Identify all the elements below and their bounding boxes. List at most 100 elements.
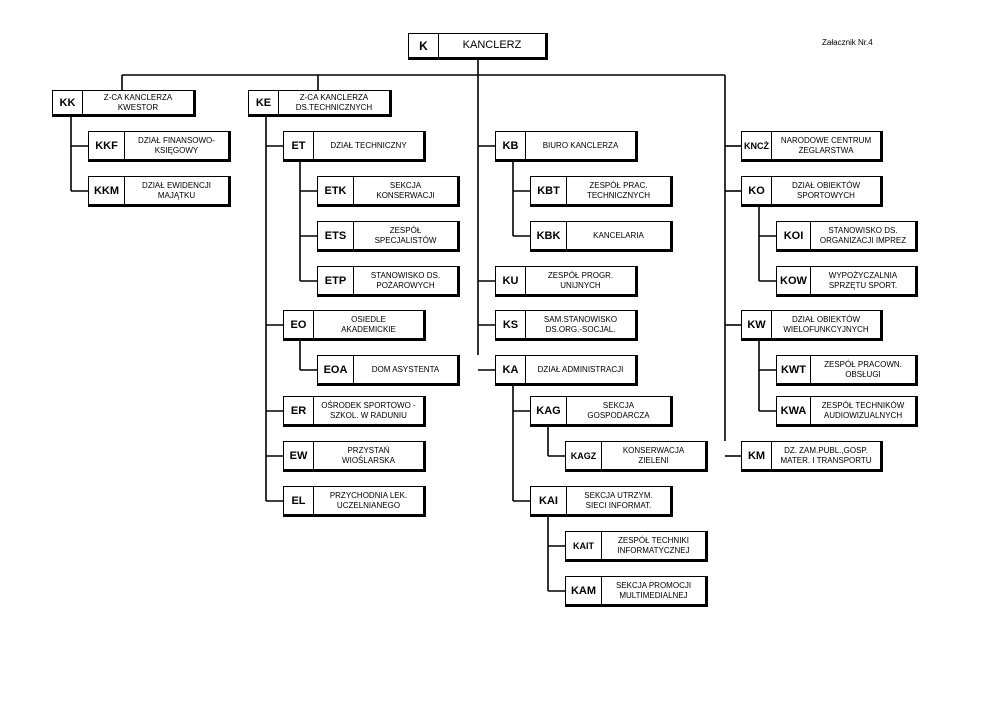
unit-code: ETK: [318, 177, 354, 204]
unit-name: DZIAŁ OBIEKTÓW SPORTOWYCH: [791, 181, 860, 200]
unit-name: SEKCJA PROMOCJI MULTIMEDIALNEJ: [615, 581, 692, 600]
unit-code: ET: [284, 132, 314, 159]
unit-name: SEKCJA KONSERWACJI: [376, 181, 435, 200]
unit-code: K: [409, 34, 439, 57]
unit-name: Z-CA KANCLERZA KWESTOR: [103, 93, 173, 112]
unit-code: KAM: [566, 577, 602, 604]
unit-code: KW: [742, 311, 772, 338]
unit-box-koi: KOI STANOWISKO DS. ORGANIZACJI IMPREZ: [776, 221, 918, 252]
unit-name: ZESPÓŁ TECHNIKI INFORMATYCZNEJ: [617, 536, 690, 555]
unit-name: DZIAŁ ADMINISTRACJI: [537, 364, 624, 374]
unit-code: KAIT: [566, 532, 602, 559]
unit-code: KAGZ: [566, 442, 602, 469]
unit-code: KBT: [531, 177, 567, 204]
unit-name: ZESPÓŁ PRACOWN. OBSŁUGI: [824, 360, 902, 379]
unit-code: KE: [249, 91, 279, 114]
unit-code: KB: [496, 132, 526, 159]
unit-name: STANOWISKO DS. POŻAROWYCH: [370, 271, 441, 290]
unit-code: KS: [496, 311, 526, 338]
unit-name: BIURO KANCLERZA: [542, 140, 619, 150]
unit-box-kk: KK Z-CA KANCLERZA KWESTOR: [52, 90, 196, 117]
unit-name: KANCELARIA: [593, 230, 644, 240]
unit-name: WYPOŻYCZALNIA SPRZĘTU SPORT.: [828, 271, 898, 290]
annex-label: Załacznik Nr.4: [822, 38, 873, 47]
unit-name: OŚRODEK SPORTOWO - SZKOL. W RADUNIU: [321, 401, 416, 420]
unit-box-ks: KS SAM.STANOWISKO DS.ORG.-SOCJAL.: [495, 310, 638, 341]
unit-code: KWA: [777, 397, 811, 424]
unit-code: KK: [53, 91, 83, 114]
unit-name: PRZYCHODNIA LEK. UCZELNIANEGO: [329, 491, 408, 510]
unit-name: DZIAŁ EWIDENCJI MAJĄTKU: [142, 181, 211, 200]
unit-name: SAM.STANOWISKO DS.ORG.-SOCJAL.: [543, 315, 618, 334]
unit-code: EL: [284, 487, 314, 514]
unit-code: KU: [496, 267, 526, 294]
unit-code: KKM: [89, 177, 125, 204]
unit-box-km: KM DZ. ZAM.PUBL.,GOSP. MATER. I TRANSPORT…: [741, 441, 883, 472]
unit-box-kag: KAG SEKCJA GOSPODARCZA: [530, 396, 673, 427]
unit-name: KANCLERZ: [462, 39, 522, 52]
unit-name: DZIAŁ FINANSOWO- KSIĘGOWY: [138, 136, 215, 155]
unit-box-kw: KW DZIAŁ OBIEKTÓW WIELOFUNKCYJNYCH: [741, 310, 883, 341]
unit-box-el: EL PRZYCHODNIA LEK. UCZELNIANEGO: [283, 486, 426, 517]
unit-code: EW: [284, 442, 314, 469]
unit-name: ZESPÓŁ TECHNIKÓW AUDIOWIZUALNYCH: [821, 401, 905, 420]
unit-code: KM: [742, 442, 772, 469]
unit-box-eo: EO OSIEDLE AKADEMICKIE: [283, 310, 426, 341]
unit-code: KBK: [531, 222, 567, 249]
unit-name: Z-CA KANCLERZA DS.TECHNICZNYCH: [295, 93, 373, 112]
unit-box-kwt: KWT ZESPÓŁ PRACOWN. OBSŁUGI: [776, 355, 918, 386]
unit-name: DZ. ZAM.PUBL.,GOSP. MATER. I TRANSPORTU: [780, 446, 872, 465]
unit-box-kwa: KWA ZESPÓŁ TECHNIKÓW AUDIOWIZUALNYCH: [776, 396, 918, 427]
unit-code: EO: [284, 311, 314, 338]
unit-name: PRZYSTAŃ WIOŚLARSKA: [342, 446, 395, 465]
unit-box-ew: EW PRZYSTAŃ WIOŚLARSKA: [283, 441, 426, 472]
unit-name: OSIEDLE AKADEMICKIE: [341, 315, 396, 334]
unit-box-kam: KAM SEKCJA PROMOCJI MULTIMEDIALNEJ: [565, 576, 708, 607]
unit-code: KKF: [89, 132, 125, 159]
unit-box-eoa: EOA DOM ASYSTENTA: [317, 355, 460, 386]
unit-box-ku: KU ZESPÓŁ PROGR. UNIJNYCH: [495, 266, 638, 297]
unit-box-kait: KAIT ZESPÓŁ TECHNIKI INFORMATYCZNEJ: [565, 531, 708, 562]
unit-code: ETP: [318, 267, 354, 294]
unit-name: DZIAŁ TECHNICZNY: [330, 140, 407, 150]
unit-box-ko: KO DZIAŁ OBIEKTÓW SPORTOWYCH: [741, 176, 883, 207]
unit-box-kanclerz: K KANCLERZ: [408, 33, 548, 60]
unit-box-kncz: KNCŻ NARODOWE CENTRUM ŻEGLARSTWA: [741, 131, 883, 162]
unit-name: ZESPÓŁ SPECJALISTÓW: [374, 226, 437, 245]
unit-box-ke: KE Z-CA KANCLERZA DS.TECHNICZNYCH: [248, 90, 392, 117]
unit-code: KNCŻ: [742, 132, 772, 159]
unit-code: ER: [284, 397, 314, 424]
unit-name: ZESPÓŁ PROGR. UNIJNYCH: [547, 271, 614, 290]
unit-box-ets: ETS ZESPÓŁ SPECJALISTÓW: [317, 221, 460, 252]
unit-box-kbt: KBT ZESPÓŁ PRAC. TECHNICZNYCH: [530, 176, 673, 207]
unit-code: KAG: [531, 397, 567, 424]
unit-name: SEKCJA GOSPODARCZA: [587, 401, 650, 420]
unit-box-kkf: KKF DZIAŁ FINANSOWO- KSIĘGOWY: [88, 131, 231, 162]
unit-name: DOM ASYSTENTA: [371, 364, 440, 374]
unit-name: SEKCJA UTRZYM. SIECI INFORMAT.: [584, 491, 653, 510]
unit-box-kkm: KKM DZIAŁ EWIDENCJI MAJĄTKU: [88, 176, 231, 207]
unit-name: KONSERWACJA ZIELENI: [622, 446, 685, 465]
unit-code: KOI: [777, 222, 811, 249]
unit-box-et: ET DZIAŁ TECHNICZNY: [283, 131, 426, 162]
unit-box-kagz: KAGZ KONSERWACJA ZIELENI: [565, 441, 708, 472]
unit-box-etp: ETP STANOWISKO DS. POŻAROWYCH: [317, 266, 460, 297]
unit-code: KO: [742, 177, 772, 204]
unit-box-er: ER OŚRODEK SPORTOWO - SZKOL. W RADUNIU: [283, 396, 426, 427]
unit-code: KWT: [777, 356, 811, 383]
unit-box-kow: KOW WYPOŻYCZALNIA SPRZĘTU SPORT.: [776, 266, 918, 297]
unit-box-etk: ETK SEKCJA KONSERWACJI: [317, 176, 460, 207]
unit-name: ZESPÓŁ PRAC. TECHNICZNYCH: [586, 181, 651, 200]
unit-code: KAI: [531, 487, 567, 514]
unit-name: NARODOWE CENTRUM ŻEGLARSTWA: [780, 136, 872, 155]
unit-code: ETS: [318, 222, 354, 249]
unit-box-kai: KAI SEKCJA UTRZYM. SIECI INFORMAT.: [530, 486, 673, 517]
unit-name: STANOWISKO DS. ORGANIZACJI IMPREZ: [819, 226, 907, 245]
unit-box-kb: KB BIURO KANCLERZA: [495, 131, 638, 162]
unit-code: EOA: [318, 356, 354, 383]
unit-name: DZIAŁ OBIEKTÓW WIELOFUNKCYJNYCH: [783, 315, 869, 334]
unit-box-kbk: KBK KANCELARIA: [530, 221, 673, 252]
unit-code: KOW: [777, 267, 811, 294]
